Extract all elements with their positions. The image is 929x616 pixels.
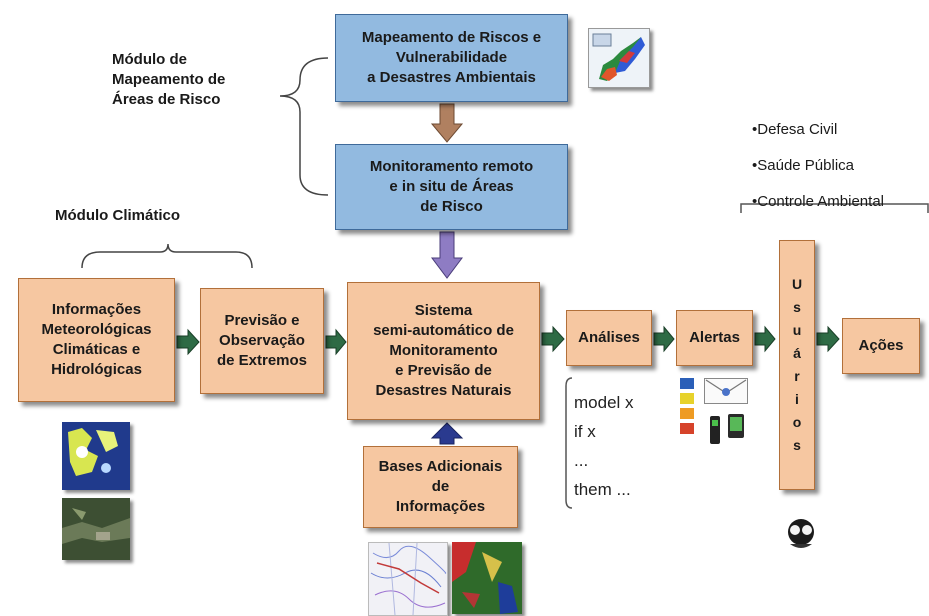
arrow-users-to-actions — [816, 325, 840, 353]
alert-level-icon — [680, 378, 694, 434]
mapping-module-bracket — [279, 57, 329, 196]
users-box: U s u á r i o s — [779, 240, 815, 490]
meteo-info-box: Informações Meteorológicas Climáticas e … — [18, 278, 175, 402]
stakeholders-bracket — [740, 203, 929, 213]
users-letter: i — [795, 391, 799, 407]
arrow-monitoring-to-system — [431, 231, 463, 279]
forecast-box: Previsão e Observação de Extremos — [200, 288, 324, 394]
arrow-analyses-to-alerts — [653, 325, 675, 353]
users-letter: o — [792, 414, 802, 430]
arrow-alerts-to-users — [754, 325, 776, 353]
stakeholder-environmental-control: •Controle Ambiental — [752, 193, 884, 210]
map-icon — [588, 28, 650, 88]
satellite-image-icon — [62, 422, 130, 490]
system-box: Sistema semi-automático de Monitoramento… — [347, 282, 540, 420]
users-letter: r — [794, 368, 800, 384]
code-line: ... — [574, 451, 589, 470]
users-letter: U — [791, 276, 803, 292]
maps-icon — [452, 542, 522, 614]
arrow-risk-to-monitoring — [430, 103, 464, 143]
climate-module-label: Módulo Climático — [55, 207, 180, 224]
remote-monitoring-box: Monitoramento remoto e in situ de Áreas … — [335, 144, 568, 230]
actions-box: Ações — [842, 318, 920, 374]
code-brace — [565, 377, 573, 509]
code-line: if x — [574, 422, 596, 441]
maps-icon — [368, 542, 448, 616]
code-line: them ... — [574, 480, 631, 499]
mapping-module-label: Módulo de Mapeamento de Áreas de Risco — [112, 51, 226, 108]
satellite-image-icon — [62, 498, 130, 560]
alerts-box: Alertas — [676, 310, 753, 366]
users-letter: á — [793, 345, 801, 361]
people-icon — [782, 518, 820, 550]
climate-module-bracket — [81, 243, 253, 269]
arrow-meteo-to-forecast — [176, 328, 200, 356]
arrow-forecast-to-system — [325, 328, 347, 356]
analyses-box: Análises — [566, 310, 652, 366]
arrow-bases-to-system — [430, 422, 464, 445]
users-letter: s — [793, 437, 801, 453]
stakeholder-public-health: •Saúde Pública — [752, 157, 854, 174]
code-line: model x — [574, 393, 634, 412]
users-letter: u — [792, 322, 802, 338]
envelope-icon — [704, 378, 748, 404]
arrow-system-to-analyses — [541, 325, 565, 353]
users-letter: s — [793, 299, 801, 315]
phone-icon — [710, 412, 746, 446]
additional-bases-box: Bases Adicionais de Informações — [363, 446, 518, 528]
stakeholder-civil-defense: •Defesa Civil — [752, 121, 838, 138]
risk-mapping-box: Mapeamento de Riscos e Vulnerabilidade a… — [335, 14, 568, 102]
